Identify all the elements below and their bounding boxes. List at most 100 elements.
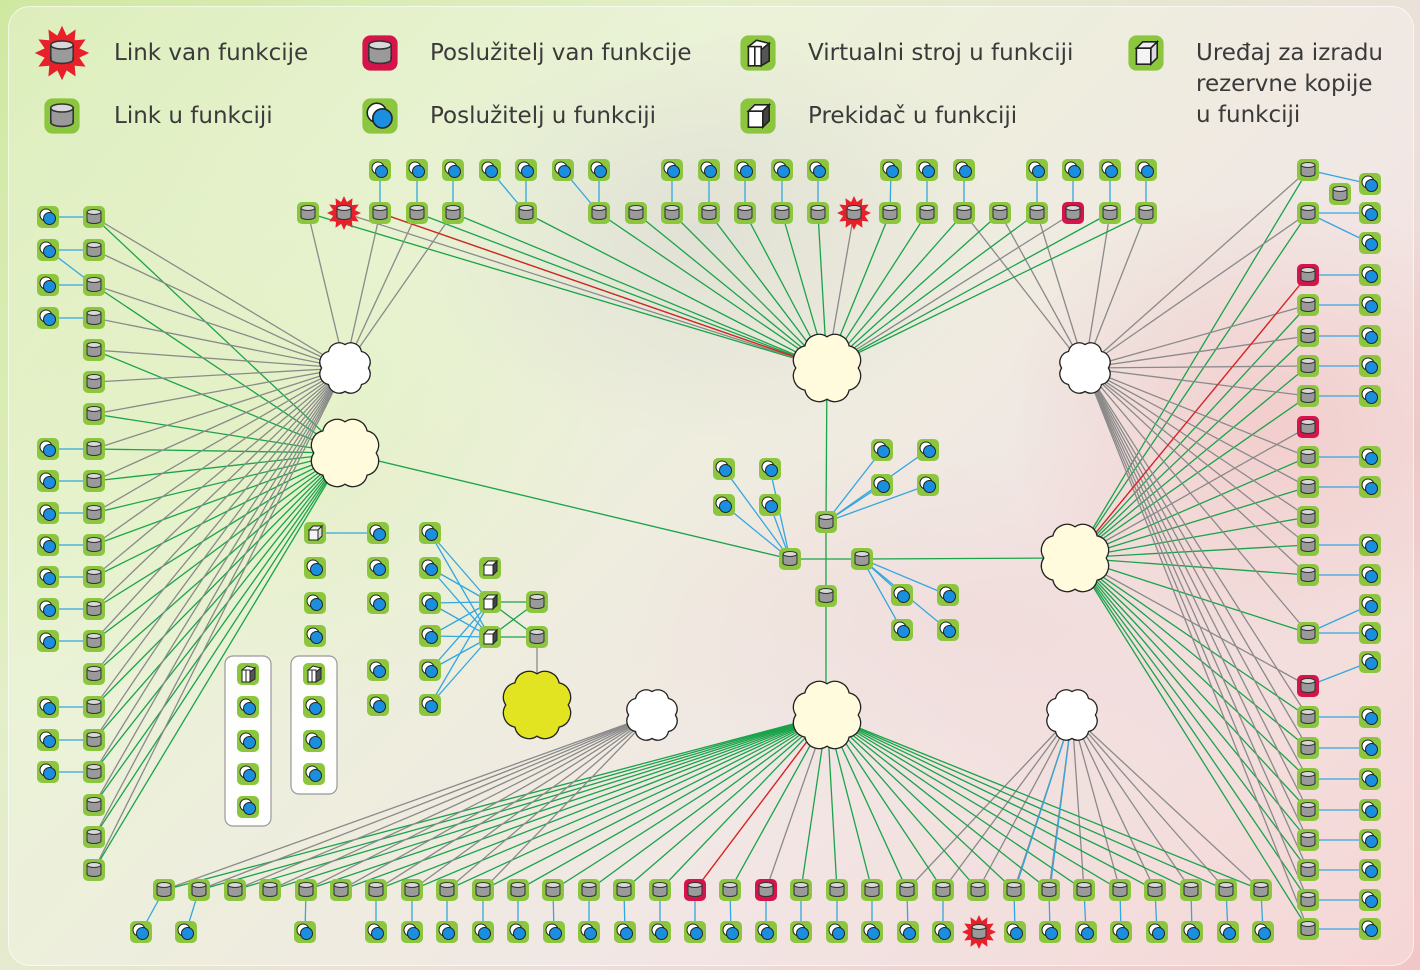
right-link-6[interactable] bbox=[1297, 385, 1319, 407]
top-link-3[interactable] bbox=[406, 202, 428, 224]
cloud-white-top-left[interactable] bbox=[319, 342, 371, 394]
bottom-link-13[interactable] bbox=[613, 879, 635, 901]
right-link-15[interactable] bbox=[1297, 706, 1319, 728]
hub-server-10[interactable] bbox=[891, 619, 913, 641]
bottom-server-25[interactable] bbox=[1181, 921, 1203, 943]
bottom-server-20[interactable] bbox=[1004, 921, 1026, 943]
bottom-link-9[interactable] bbox=[472, 879, 494, 901]
cloud-cream-top[interactable] bbox=[792, 333, 862, 403]
right-server-11[interactable] bbox=[1359, 564, 1381, 586]
left-server-2[interactable] bbox=[37, 274, 59, 296]
bottom-server-23[interactable] bbox=[1110, 921, 1132, 943]
cloud-white-top-right[interactable] bbox=[1059, 342, 1111, 394]
bottom-server-12[interactable] bbox=[684, 921, 706, 943]
left-server-7[interactable] bbox=[37, 438, 59, 460]
bottom-link-31[interactable] bbox=[1250, 879, 1272, 901]
hub-server-6[interactable] bbox=[871, 474, 893, 496]
left-server-9[interactable] bbox=[37, 502, 59, 524]
top-link-15[interactable] bbox=[916, 202, 938, 224]
right-link-1[interactable] bbox=[1297, 202, 1319, 224]
right-server-6[interactable] bbox=[1359, 355, 1381, 377]
hub-link-2[interactable] bbox=[851, 548, 873, 570]
left-link-14[interactable] bbox=[83, 663, 105, 685]
top-link-4[interactable] bbox=[442, 202, 464, 224]
top-link-10[interactable] bbox=[734, 202, 756, 224]
right-link-9[interactable] bbox=[1297, 476, 1319, 498]
right-server-7[interactable] bbox=[1359, 385, 1381, 407]
bottom-link-18[interactable] bbox=[790, 879, 812, 901]
top-server-11[interactable] bbox=[807, 159, 829, 181]
bottom-link-4[interactable] bbox=[295, 879, 317, 901]
top-link-17[interactable] bbox=[989, 202, 1011, 224]
bottom-server-22[interactable] bbox=[1075, 921, 1097, 943]
right-server-17[interactable] bbox=[1359, 768, 1381, 790]
right-link-extra[interactable] bbox=[1329, 183, 1351, 205]
bottom-link-21[interactable] bbox=[896, 879, 918, 901]
top-link-6[interactable] bbox=[588, 202, 610, 224]
switch-link-0[interactable] bbox=[526, 591, 548, 613]
bottom-link-26[interactable] bbox=[1073, 879, 1095, 901]
top-link-20[interactable] bbox=[1099, 202, 1121, 224]
top-server-14[interactable] bbox=[953, 159, 975, 181]
cluster-server-0[interactable] bbox=[304, 557, 326, 579]
switch-0[interactable] bbox=[479, 557, 501, 579]
top-link-2[interactable] bbox=[369, 202, 391, 224]
left-link-3[interactable] bbox=[83, 307, 105, 329]
top-server-4[interactable] bbox=[515, 159, 537, 181]
left-server-8[interactable] bbox=[37, 470, 59, 492]
bottom-link-16[interactable] bbox=[719, 879, 741, 901]
left-server-15[interactable] bbox=[37, 696, 59, 718]
bottom-server-24[interactable] bbox=[1146, 921, 1168, 943]
bottom-link-7[interactable] bbox=[401, 879, 423, 901]
vm-group-1-server-0[interactable] bbox=[237, 696, 259, 718]
left-link-1[interactable] bbox=[83, 239, 105, 261]
cluster-server-5[interactable] bbox=[367, 592, 389, 614]
bottom-link-11[interactable] bbox=[542, 879, 564, 901]
right-link-14[interactable] bbox=[1297, 675, 1319, 697]
bottom-server-16[interactable] bbox=[826, 921, 848, 943]
top-link-7[interactable] bbox=[625, 202, 647, 224]
left-link-8[interactable] bbox=[83, 470, 105, 492]
left-server-3[interactable] bbox=[37, 307, 59, 329]
top-server-5[interactable] bbox=[552, 159, 574, 181]
bottom-server-5[interactable] bbox=[436, 921, 458, 943]
bottom-server-6[interactable] bbox=[472, 921, 494, 943]
right-link-20[interactable] bbox=[1297, 859, 1319, 881]
top-server-12[interactable] bbox=[880, 159, 902, 181]
left-link-11[interactable] bbox=[83, 566, 105, 588]
bottom-server-1[interactable] bbox=[175, 921, 197, 943]
backup-device[interactable] bbox=[304, 522, 326, 544]
right-server-18[interactable] bbox=[1359, 799, 1381, 821]
left-server-16[interactable] bbox=[37, 729, 59, 751]
cluster-server-3[interactable] bbox=[367, 522, 389, 544]
right-link-8[interactable] bbox=[1297, 446, 1319, 468]
bottom-server-11[interactable] bbox=[649, 921, 671, 943]
hub-server-7[interactable] bbox=[917, 474, 939, 496]
vm-1[interactable] bbox=[237, 663, 259, 685]
top-link-21[interactable] bbox=[1135, 202, 1157, 224]
bottom-server-2[interactable] bbox=[294, 921, 316, 943]
left-server-1[interactable] bbox=[37, 239, 59, 261]
hub-server-5[interactable] bbox=[917, 439, 939, 461]
hub-link-3[interactable] bbox=[815, 585, 837, 607]
left-link-10[interactable] bbox=[83, 534, 105, 556]
bottom-link-14[interactable] bbox=[649, 879, 671, 901]
right-server-10[interactable] bbox=[1359, 534, 1381, 556]
bottom-server-19[interactable] bbox=[932, 921, 954, 943]
top-link-9[interactable] bbox=[698, 202, 720, 224]
top-server-16[interactable] bbox=[1062, 159, 1084, 181]
bottom-server-14[interactable] bbox=[755, 921, 777, 943]
right-server-8[interactable] bbox=[1359, 446, 1381, 468]
cloud-cream-left[interactable] bbox=[310, 418, 380, 488]
bottom-link-12[interactable] bbox=[578, 879, 600, 901]
top-server-1[interactable] bbox=[406, 159, 428, 181]
top-server-7[interactable] bbox=[661, 159, 683, 181]
bottom-server-4[interactable] bbox=[401, 921, 423, 943]
right-link-22[interactable] bbox=[1297, 918, 1319, 940]
left-link-7[interactable] bbox=[83, 438, 105, 460]
vm-group-2-server-2[interactable] bbox=[303, 763, 325, 785]
top-link-11[interactable] bbox=[771, 202, 793, 224]
left-server-11[interactable] bbox=[37, 566, 59, 588]
right-link-19[interactable] bbox=[1297, 829, 1319, 851]
vm-group-1-server-1[interactable] bbox=[237, 730, 259, 752]
